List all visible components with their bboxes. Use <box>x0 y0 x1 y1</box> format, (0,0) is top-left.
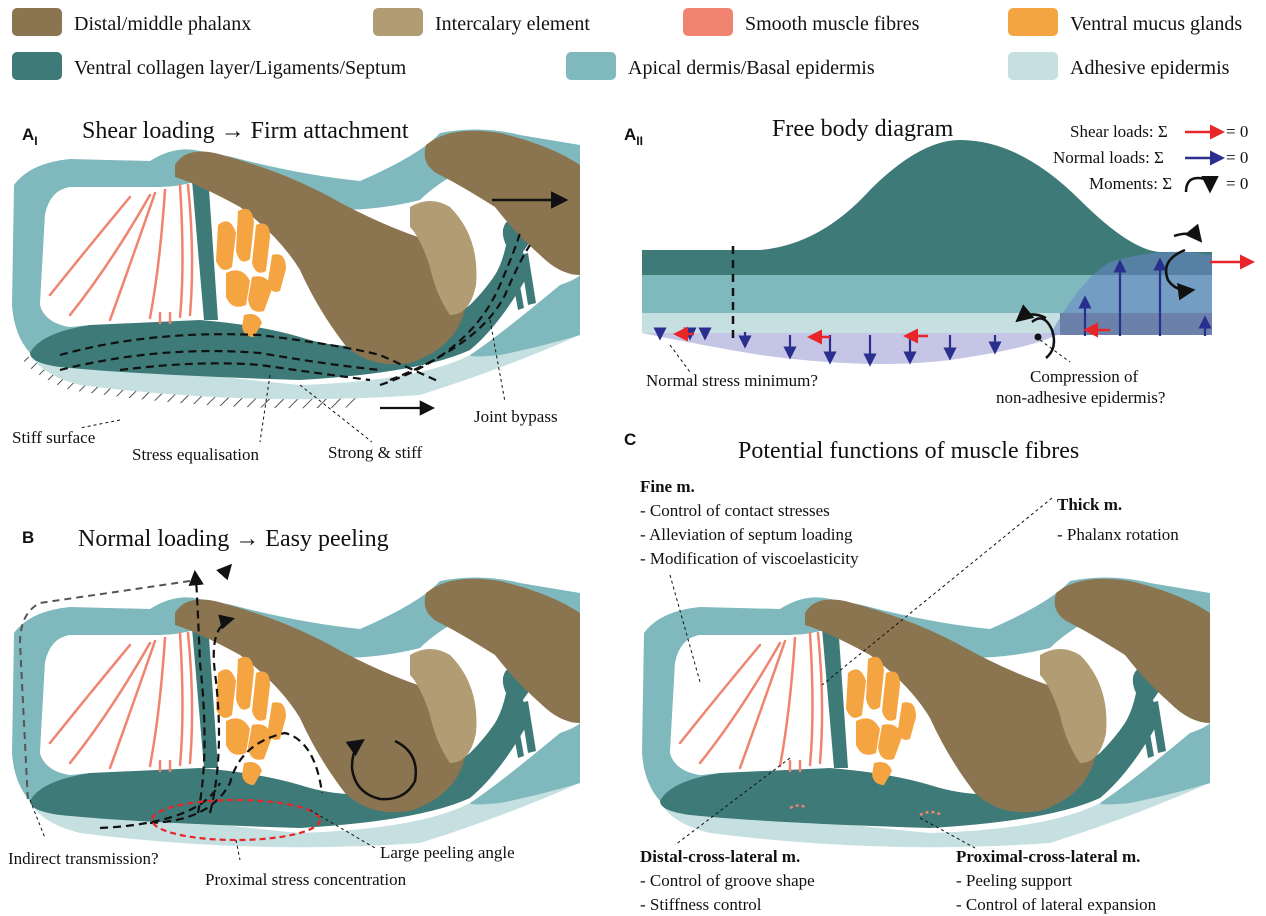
label-indirect: Indirect transmission? <box>8 849 159 868</box>
panel-b-title: Normal loading → Easy peeling <box>78 526 389 552</box>
panel-a1-title: Shear loading → Firm attachment <box>82 118 409 144</box>
panel-c: C Potential functions of muscle fibres F… <box>624 430 1210 914</box>
panel-c-letter: C <box>624 430 636 449</box>
distal-line-2: - Stiffness control <box>640 895 762 914</box>
label-large-peel: Large peeling angle <box>380 843 515 862</box>
eq-shear-label: Shear loads: Σ <box>1070 122 1168 141</box>
panel-a2-letter: AII <box>624 125 643 148</box>
legend-label-intercalary: Intercalary element <box>435 13 590 35</box>
panel-b-toe <box>12 566 580 847</box>
legend: Distal/middle phalanx Intercalary elemen… <box>12 8 1242 80</box>
distal-line-1: - Control of groove shape <box>640 871 815 890</box>
legend-swatch-glands <box>1008 8 1058 36</box>
legend-label-dermis: Apical dermis/Basal epidermis <box>628 57 875 79</box>
eq-normal-eq: = 0 <box>1226 148 1248 167</box>
proximal-head: Proximal-cross-lateral m. <box>956 847 1140 866</box>
thick-head: Thick m. <box>1057 495 1122 514</box>
legend-label-phalanx: Distal/middle phalanx <box>74 13 251 35</box>
legend-label-collagen: Ventral collagen layer/Ligaments/Septum <box>74 57 407 79</box>
fine-line-2: - Alleviation of septum loading <box>640 525 853 544</box>
legend-swatch-adhesive <box>1008 52 1058 80</box>
legend-swatch-muscle <box>683 8 733 36</box>
label-stiff-surface: Stiff surface <box>12 428 95 447</box>
fine-line-3: - Modification of viscoelasticity <box>640 549 859 568</box>
eq-shear-eq: = 0 <box>1226 122 1248 141</box>
label-proximal-stress: Proximal stress concentration <box>205 870 407 889</box>
panel-a1-letter: AI <box>22 125 38 148</box>
panel-a2: AII Free body diagram Shear loads: Σ = 0… <box>624 116 1252 407</box>
label-compression-1: Compression of <box>1030 367 1138 386</box>
legend-label-adhesive: Adhesive epidermis <box>1070 57 1230 79</box>
panel-a1: AI Shear loading → Firm attachment Joint… <box>12 118 580 464</box>
label-compression-2: non-adhesive epidermis? <box>996 388 1165 407</box>
eq-moment-arrow <box>1186 178 1210 192</box>
fine-head: Fine m. <box>640 477 695 496</box>
legend-swatch-intercalary <box>373 8 423 36</box>
panel-b-letter: B <box>22 528 34 547</box>
proximal-line-2: - Control of lateral expansion <box>956 895 1157 914</box>
distal-head: Distal-cross-lateral m. <box>640 847 800 866</box>
eq-normal-label: Normal loads: Σ <box>1053 148 1164 167</box>
eq-moment-eq: = 0 <box>1226 174 1248 193</box>
legend-swatch-dermis <box>566 52 616 80</box>
panel-a1-toe <box>12 129 580 408</box>
proximal-line-1: - Peeling support <box>956 871 1072 890</box>
eq-moment-label: Moments: Σ <box>1089 174 1172 193</box>
label-normal-min: Normal stress minimum? <box>646 371 818 390</box>
label-strong-stiff: Strong & stiff <box>328 443 422 462</box>
thick-line-1: - Phalanx rotation <box>1057 525 1179 544</box>
label-joint-bypass: Joint bypass <box>474 407 558 426</box>
legend-swatch-phalanx <box>12 8 62 36</box>
label-stress-equalisation: Stress equalisation <box>132 445 260 464</box>
legend-swatch-collagen <box>12 52 62 80</box>
panel-b: B Normal loading → Easy peeling Indire <box>8 526 580 889</box>
fine-line-1: - Control of contact stresses <box>640 501 830 520</box>
panel-c-title: Potential functions of muscle fibres <box>738 438 1079 464</box>
panel-c-toe <box>642 577 1210 847</box>
panel-a2-title: Free body diagram <box>772 116 954 142</box>
legend-label-glands: Ventral mucus glands <box>1070 13 1242 35</box>
legend-label-muscle: Smooth muscle fibres <box>745 13 920 35</box>
